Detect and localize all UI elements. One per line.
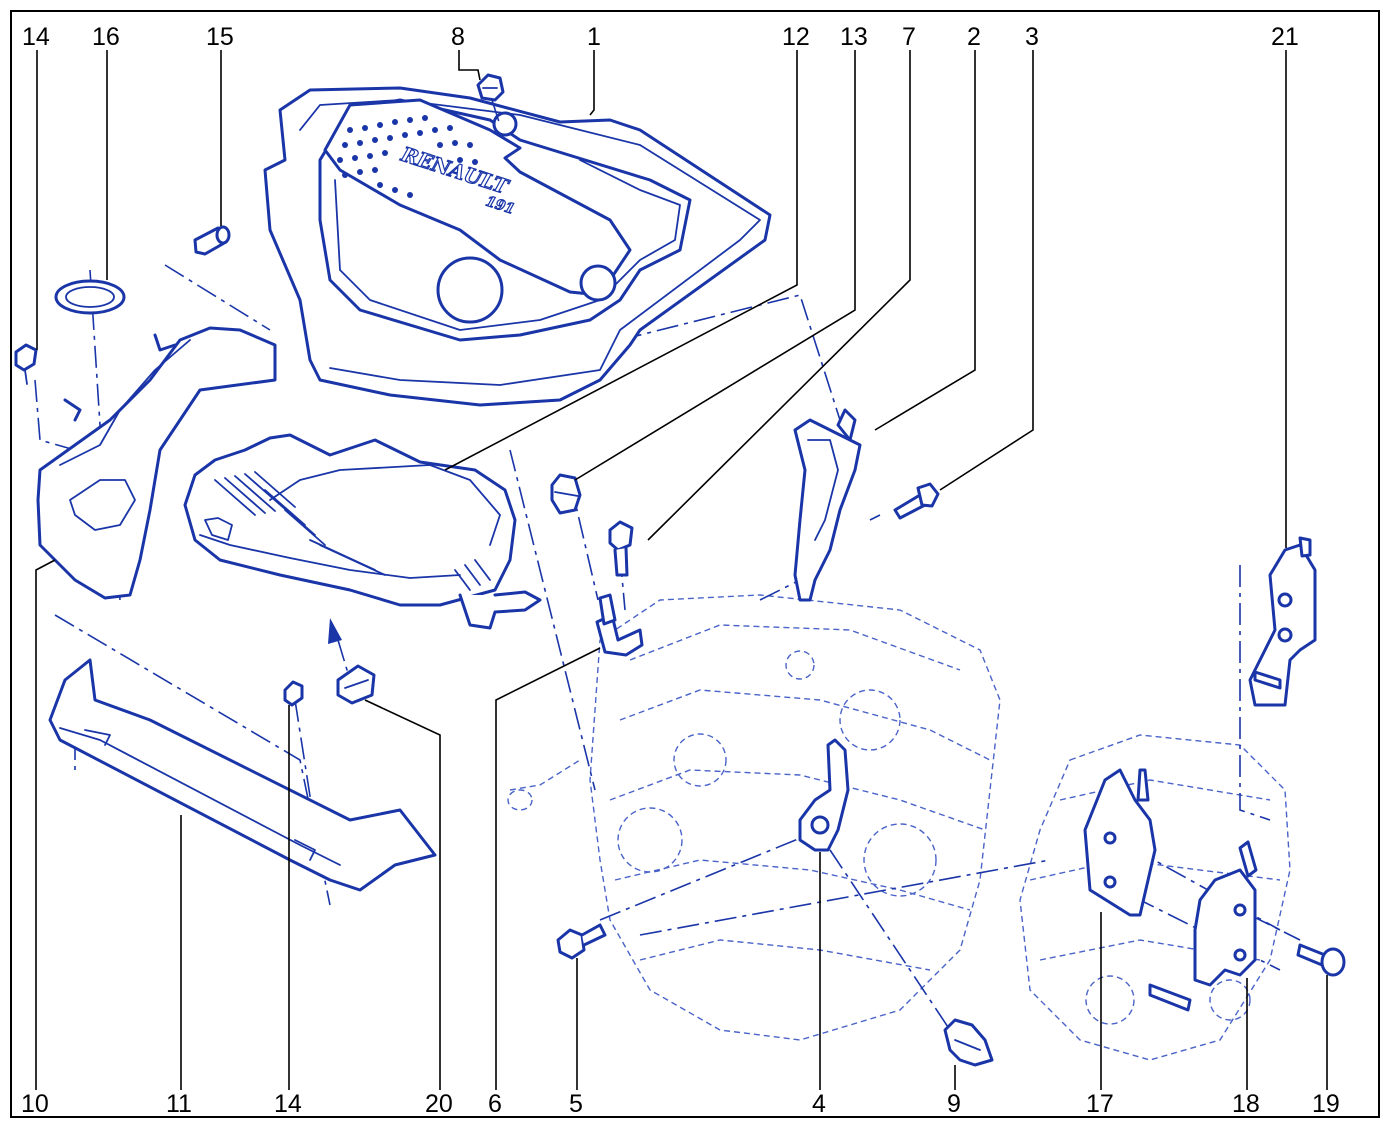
callout-6: 6: [488, 1090, 502, 1118]
bracket-part-18: [1148, 840, 1258, 1012]
callout-10: 10: [21, 1090, 49, 1118]
bolt-part-15: [193, 225, 231, 256]
rubber-mount-part-13: [550, 473, 582, 515]
callout-7: 7: [902, 23, 916, 51]
callout-18: 18: [1232, 1090, 1260, 1118]
callouts-top: 14 16 15 8 1 12 13 7 2 3 21: [22, 23, 1299, 51]
callout-11: 11: [166, 1090, 192, 1118]
callout-15: 15: [206, 23, 234, 51]
bracket-part-21: [1248, 536, 1317, 707]
mount-plate-part-17: [1083, 768, 1157, 917]
clip-part-14-upper: [14, 343, 38, 385]
callout-4: 4: [812, 1090, 826, 1118]
callout-21: 21: [1271, 23, 1299, 51]
callout-19: 19: [1312, 1090, 1340, 1118]
callout-5: 5: [569, 1090, 583, 1118]
callout-1: 1: [587, 23, 601, 51]
grommet-part-16: [54, 279, 126, 315]
leader-lines: [35, 50, 1328, 1090]
clip-part-9: [943, 1018, 994, 1067]
engine-cover-part-1: RENAULT 191: [263, 86, 772, 407]
engine-mount-part-4: [798, 738, 850, 852]
callout-9: 9: [947, 1090, 961, 1118]
bolt-part-7: [608, 520, 634, 577]
engine-block-main: [507, 594, 1001, 1041]
cover-vent-dots: [337, 115, 478, 198]
air-intake-cover-part-12: [183, 433, 542, 630]
bracket-part-2: [793, 408, 862, 602]
bolt-part-5: [556, 923, 607, 960]
callout-16: 16: [92, 23, 120, 51]
air-duct-part-10: [36, 326, 277, 600]
callouts-bottom: 10 11 14 20 6 5 4 9 17 18 19: [21, 1090, 1340, 1118]
clip-part-14-lower: [283, 680, 304, 707]
lower-panel-part-11: [48, 658, 437, 892]
callout-13: 13: [840, 23, 868, 51]
insert-arrow: [328, 618, 351, 681]
bolt-part-19: [1296, 943, 1346, 977]
callout-3: 3: [1025, 23, 1039, 51]
bolt-part-3: [893, 482, 940, 520]
callout-2: 2: [967, 23, 981, 51]
clip-part-20: [336, 664, 376, 705]
callout-14-bottom: 14: [274, 1090, 302, 1118]
callout-12: 12: [782, 23, 810, 51]
callout-20: 20: [425, 1090, 453, 1118]
stud-bracket-part-6: [595, 593, 644, 657]
callout-8: 8: [451, 23, 465, 51]
callout-17: 17: [1086, 1090, 1114, 1118]
fastener-part-8: [476, 73, 505, 126]
callout-14-top: 14: [22, 23, 50, 51]
intake-ribs: [214, 471, 491, 591]
